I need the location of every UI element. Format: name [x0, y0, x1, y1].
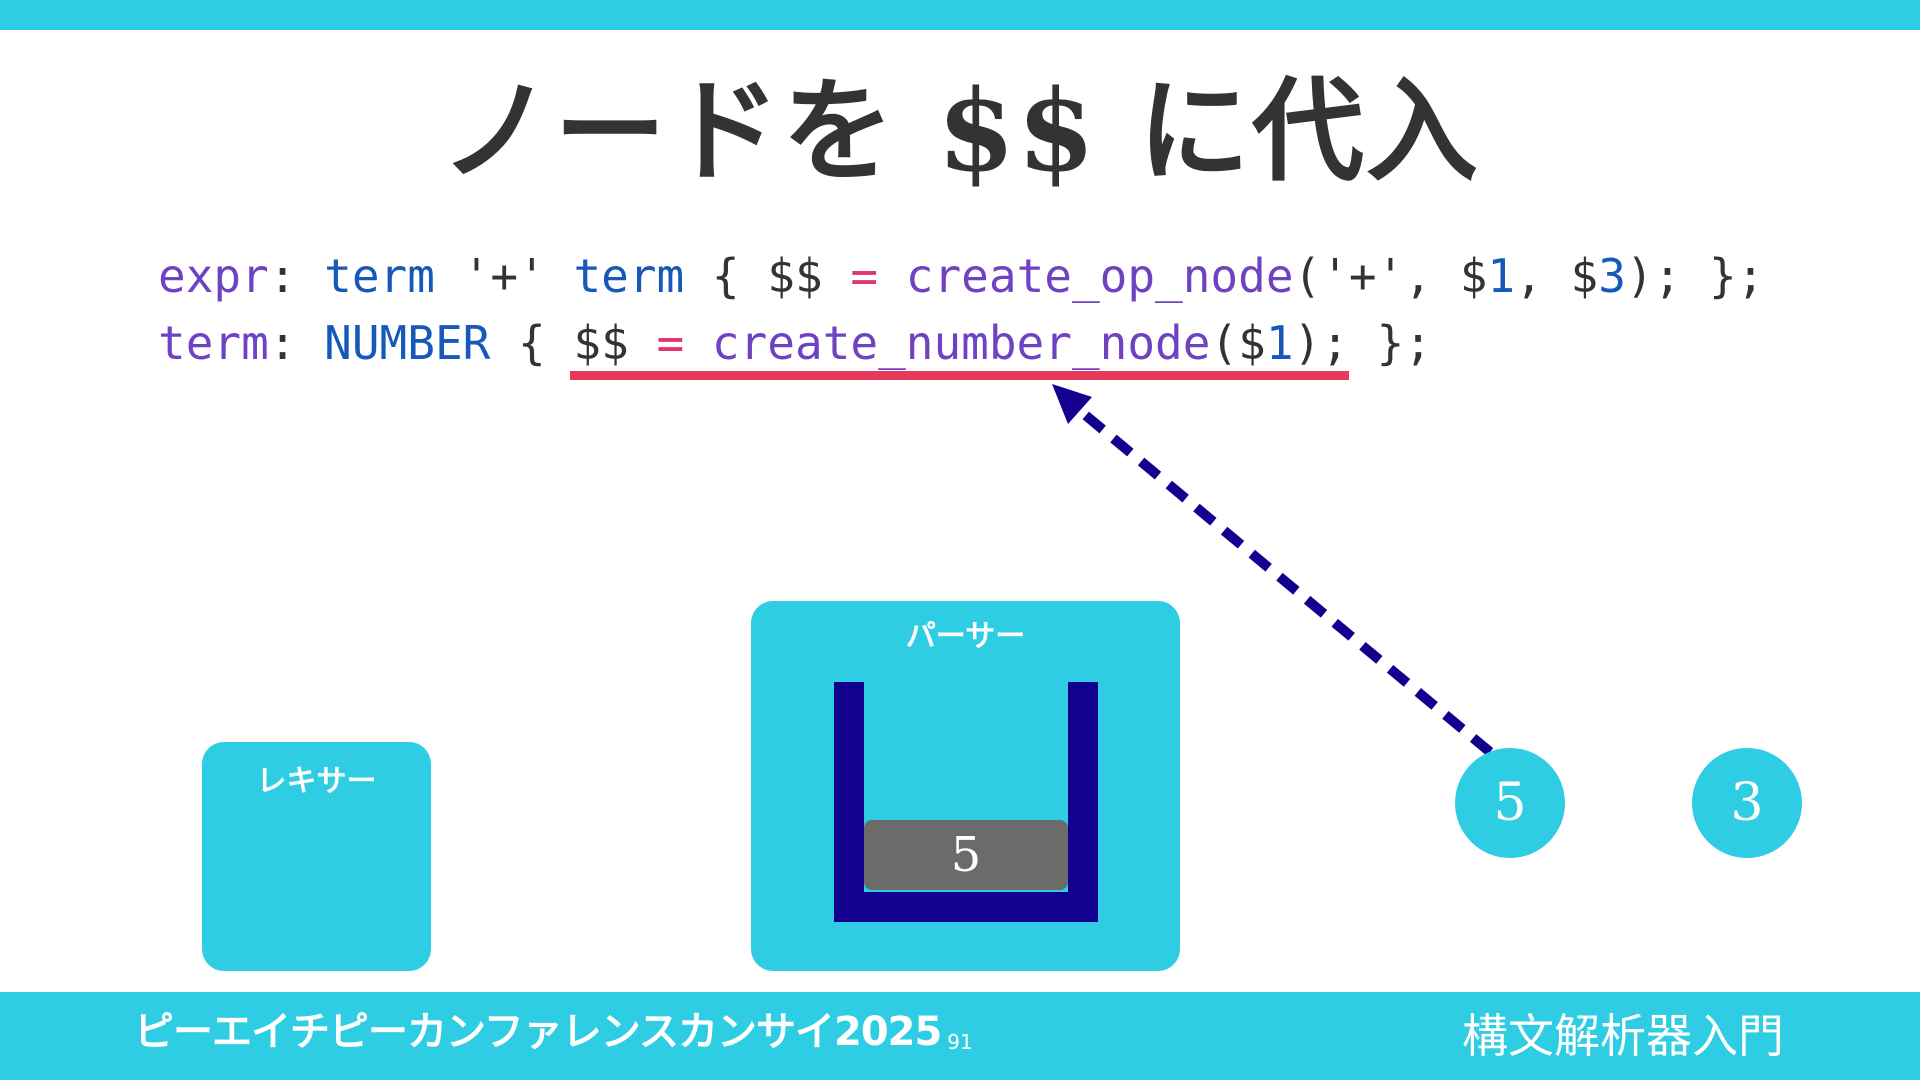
top-accent-bar: [0, 0, 1920, 30]
stack-bottom: [834, 892, 1098, 922]
line1-token: expr: [158, 249, 269, 303]
line1-token: 1: [1487, 249, 1516, 303]
lexer-label: レキサー: [256, 764, 377, 799]
code-line-term: term: NUMBER { $$ = create_number_node($…: [158, 315, 1432, 371]
stack-item: 5: [864, 820, 1068, 890]
line2-token: ($: [1210, 316, 1266, 370]
conference-logo: ピーエイチピーカンファレンスカンサイ2025: [134, 1009, 942, 1055]
line1-token: { $$: [684, 249, 851, 303]
line1-token: 3: [1598, 249, 1626, 303]
page-number: 91: [947, 1030, 973, 1054]
highlight-underline: [570, 371, 1349, 380]
line1-token: term: [324, 249, 435, 303]
arrow-head-icon: [1052, 384, 1092, 424]
deck-title: 構文解析器入門: [1462, 1009, 1784, 1063]
line1-token: create_op_node: [905, 249, 1294, 303]
line1-token: [878, 249, 906, 303]
line2-token: ); };: [1293, 316, 1432, 370]
footer-bar: ピーエイチピーカンファレンスカンサイ2025 91 構文解析器入門: [0, 992, 1920, 1080]
line1-token: ('+', $: [1293, 249, 1488, 303]
token-circle-1: 5: [1455, 748, 1565, 858]
line2-token: =: [656, 316, 685, 370]
line2-token: :: [268, 316, 325, 370]
parser-label: パーサー: [905, 619, 1026, 654]
line1-token: term: [573, 249, 685, 303]
stack-left-wall: [834, 682, 864, 922]
stack-right-wall: [1068, 682, 1098, 922]
slide-title: ノードを $$ に代入: [440, 66, 1480, 197]
token-circle-2: 3: [1692, 748, 1802, 858]
line1-token: :: [268, 249, 325, 303]
line2-token: 1: [1265, 316, 1294, 370]
line2-token: NUMBER: [324, 316, 491, 370]
lexer-box: レキサー: [202, 742, 431, 971]
line2-token: term: [158, 316, 269, 370]
line1-token: =: [850, 249, 879, 303]
line2-token: create_number_node: [711, 316, 1211, 370]
line2-token: [684, 316, 712, 370]
line2-token: { $$: [490, 316, 657, 370]
line1-token: '+': [434, 249, 574, 303]
code-line-expr: expr: term '+' term { $$ = create_op_nod…: [158, 248, 1764, 304]
line1-token: ); };: [1625, 249, 1765, 303]
line1-token: , $: [1515, 249, 1599, 303]
